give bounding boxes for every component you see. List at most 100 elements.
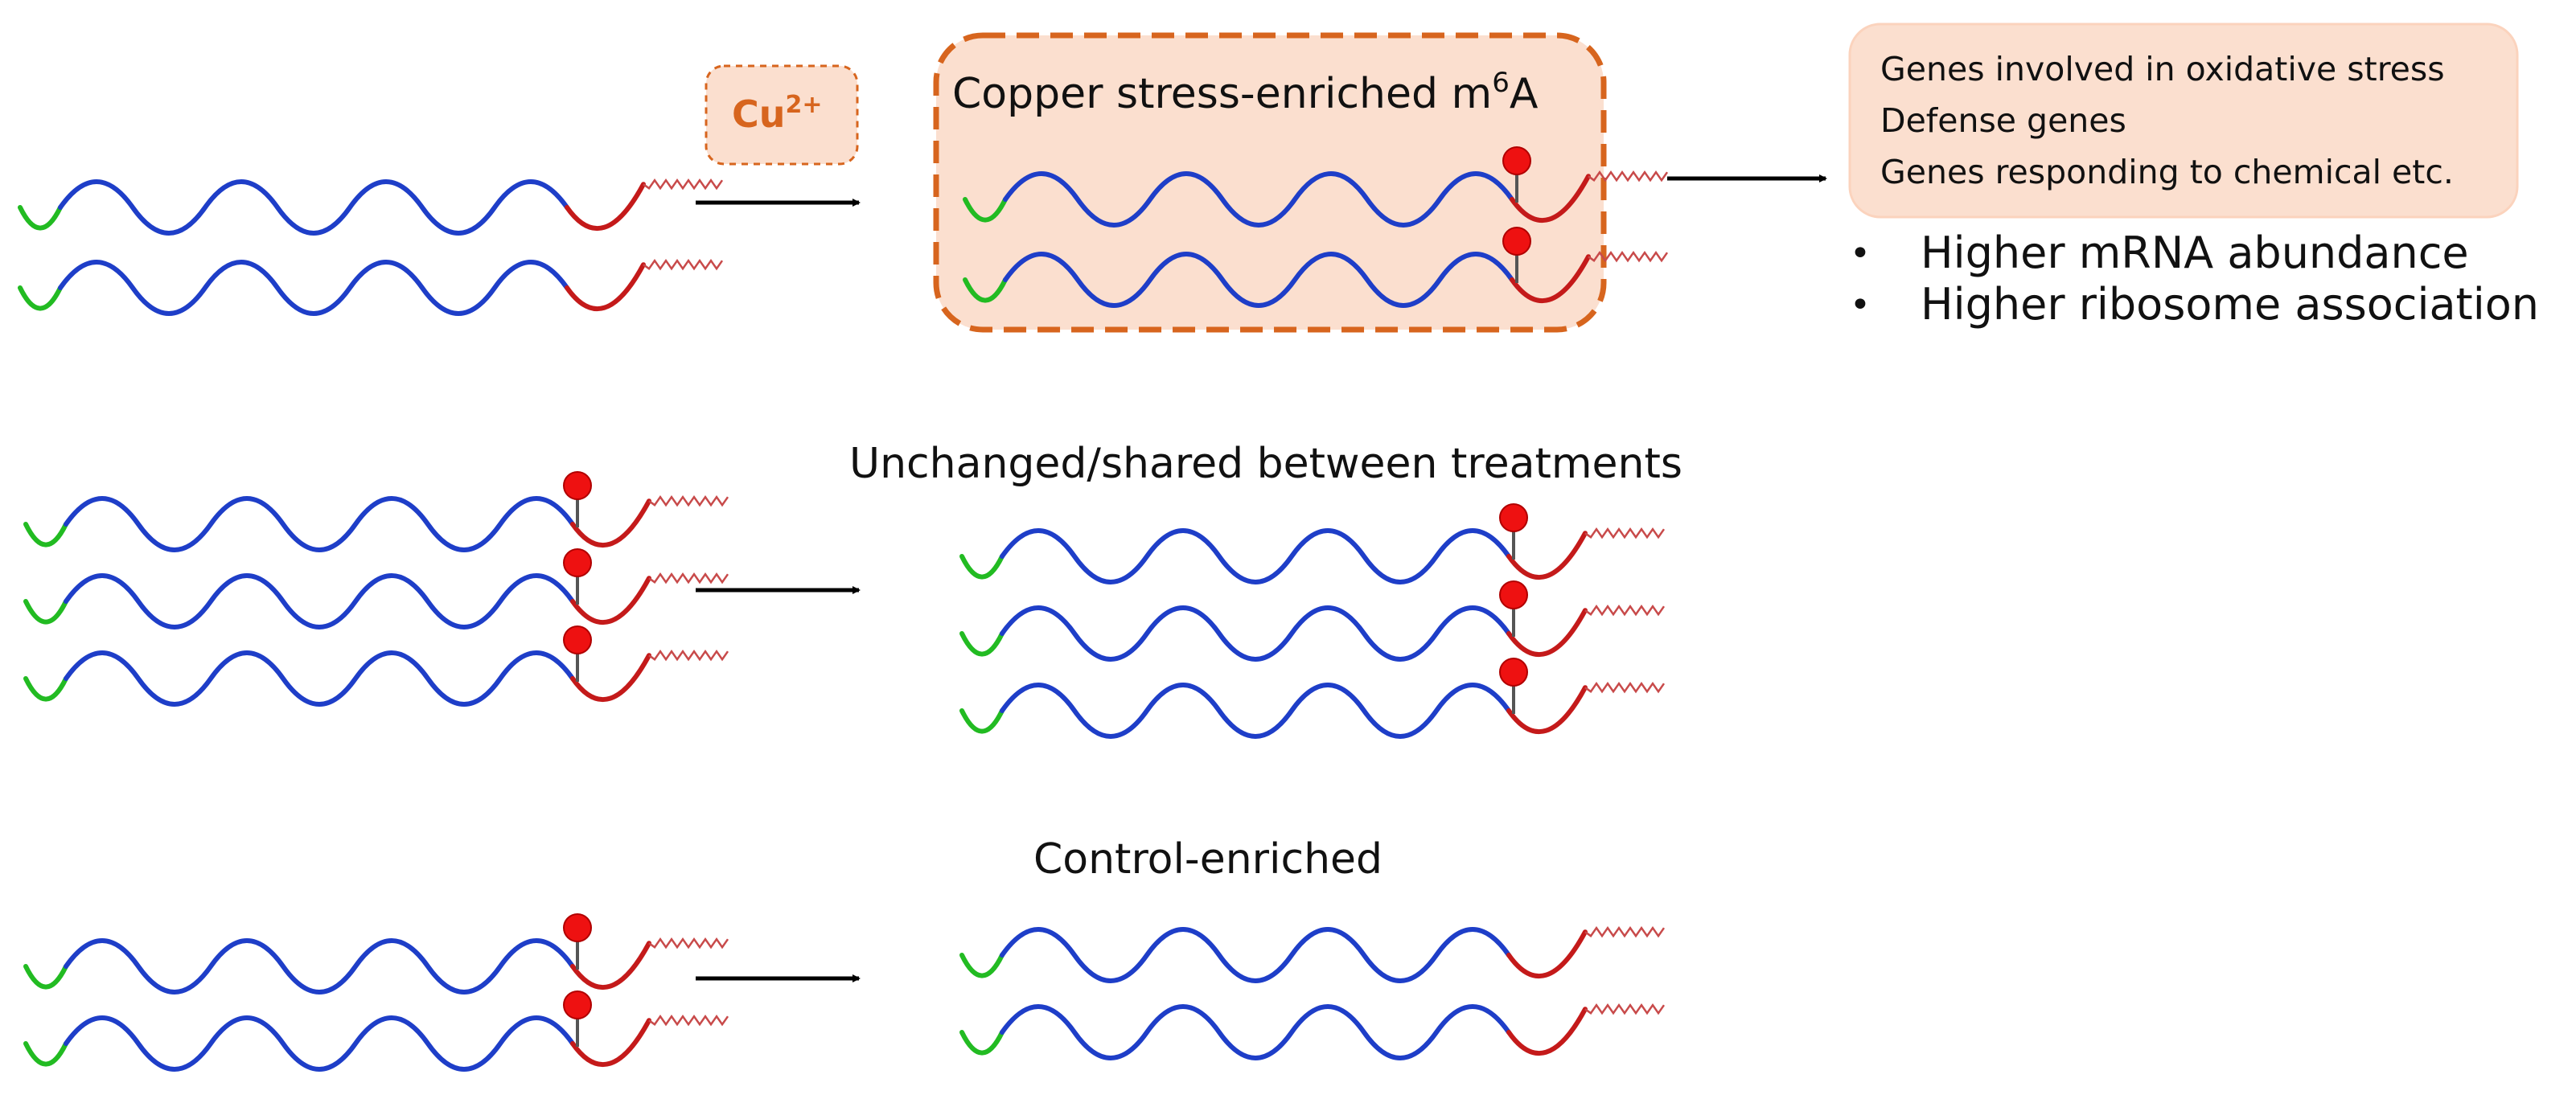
five-prime-utr [959,708,1005,734]
m6a-mark [1502,227,1531,256]
five-prime-utr [963,277,1008,303]
m6a-mark [1499,658,1528,687]
copper-enriched-title: Copper stress-enriched m6A [952,67,1539,118]
m6a-mark [563,471,592,500]
mrna-transcript [23,913,729,995]
three-prime-utr [565,182,646,232]
bullet-0: • [1850,233,1871,274]
five-prime-utr [959,631,1005,657]
coding-sequence [1000,683,1511,739]
three-prime-utr [1510,174,1591,224]
poly-a-tail [1588,251,1669,263]
five-prime-utr [963,197,1008,223]
bullet-1: • [1850,285,1871,326]
transcripts-after-shared [959,503,1666,739]
mrna-transcript [23,471,729,552]
five-prime-utr [23,1041,68,1067]
gene-categories-box [1848,23,2519,219]
three-prime-utr [1510,254,1591,304]
coding-sequence [1000,605,1511,662]
poly-a-tail [1584,682,1666,694]
poly-a-tail [648,937,729,949]
mrna-transcript [963,146,1669,228]
poly-a-tail [643,178,724,191]
mrna-transcript [18,178,724,236]
three-prime-utr [1506,531,1588,580]
poly-a-tail [1584,605,1666,617]
mrna-transcript [23,548,729,630]
poly-a-tail [648,650,729,662]
coding-sequence [1003,252,1514,308]
treatment-box: Cu2+ [705,64,859,166]
five-prime-utr [23,964,68,990]
three-prime-utr [570,653,651,703]
group-control-enriched: Control-enriched [23,835,1666,1072]
five-prime-utr [23,676,68,702]
five-prime-utr [959,1030,1005,1056]
m6a-mark [563,990,592,1019]
control-enriched-title: Control-enriched [1033,835,1382,884]
transcripts-before-shared [23,471,729,707]
transcripts-after-control [959,926,1666,1060]
transcripts-before-control [23,913,729,1072]
gene-category-0: Genes involved in oxidative stress [1880,50,2445,88]
poly-a-tail [643,259,724,271]
mrna-transcript [23,625,729,707]
coding-sequence [58,260,569,316]
coding-sequence [64,938,575,995]
poly-a-tail [1584,926,1666,938]
group-shared: Unchanged/shared between treatments [23,440,1682,739]
three-prime-utr [1506,929,1588,979]
poly-a-tail [1588,170,1669,182]
effect-1: Higher ribosome association [1921,279,2539,330]
mrna-transcript [959,658,1666,739]
three-prime-utr [570,1018,651,1068]
three-prime-utr [1506,608,1588,658]
m6a-mark [1502,146,1531,175]
m6a-mark [563,548,592,577]
mrna-transcript [18,259,724,316]
mrna-transcript [959,503,1666,584]
poly-a-tail [648,572,729,584]
gene-category-2: Genes responding to chemical etc. [1880,153,2454,191]
five-prime-utr [959,953,1005,978]
three-prime-utr [1506,1007,1588,1056]
five-prime-utr [18,205,63,231]
poly-a-tail [648,495,729,507]
coding-sequence [64,1015,575,1072]
coding-sequence [1000,528,1511,584]
gene-category-1: Defense genes [1880,101,2126,140]
mrna-transcript [959,926,1666,983]
group-copper-enriched: Cu2+ Copper stress-enriched m6A Genes in… [18,23,2539,333]
five-prime-utr [23,599,68,625]
three-prime-utr [570,498,651,548]
three-prime-utr [1506,685,1588,735]
mrna-transcript [963,227,1669,308]
transcripts-before-copper [18,178,724,316]
shared-title: Unchanged/shared between treatments [849,440,1682,488]
coding-sequence [1000,1004,1511,1060]
three-prime-utr [570,941,651,990]
mrna-transcript [23,990,729,1072]
coding-sequence [64,496,575,552]
mrna-transcript [959,1003,1666,1060]
copper-enriched-box [933,32,1607,333]
coding-sequence [64,573,575,630]
poly-a-tail [1584,1003,1666,1015]
m6a-mark [563,625,592,654]
poly-a-tail [648,1015,729,1027]
three-prime-utr [570,576,651,625]
three-prime-utr [565,262,646,312]
coding-sequence [1003,171,1514,228]
coding-sequence [1000,927,1511,983]
mrna-transcript [959,580,1666,662]
cu-label: Cu2+ [732,91,823,136]
coding-sequence [64,650,575,707]
coding-sequence [58,179,569,236]
poly-a-tail [1584,527,1666,539]
m6a-mark [1499,580,1528,609]
five-prime-utr [23,522,68,548]
m6a-mark [1499,503,1528,532]
effect-0: Higher mRNA abundance [1921,228,2469,278]
